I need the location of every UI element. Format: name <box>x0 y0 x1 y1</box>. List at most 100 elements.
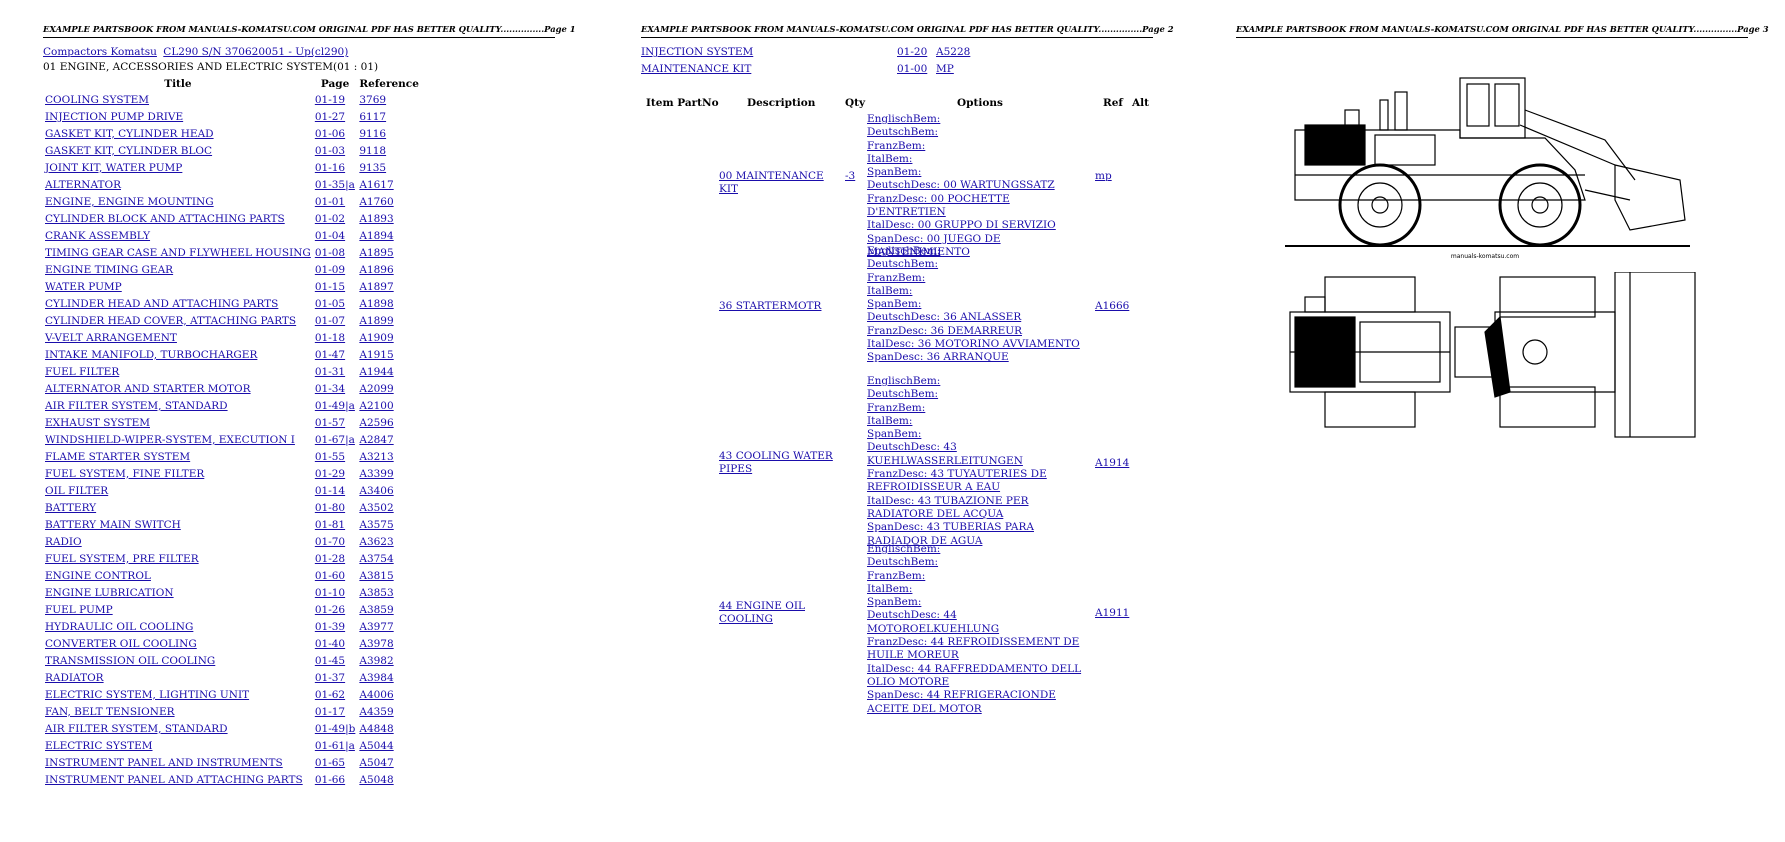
option-link[interactable]: SpanBem: <box>867 596 922 609</box>
toc-reference-link[interactable]: A1898 <box>359 297 394 310</box>
option-link[interactable]: DeutschDesc: 36 ANLASSER <box>867 311 1022 324</box>
toc-reference-link[interactable]: A1893 <box>359 212 394 225</box>
toc-reference-link[interactable]: 3769 <box>359 93 387 106</box>
toc-title-link[interactable]: AIR FILTER SYSTEM, STANDARD <box>45 399 228 412</box>
toc-title-link[interactable]: AIR FILTER SYSTEM, STANDARD <box>45 722 228 735</box>
part-description-link[interactable]: 36 STARTERMOTR <box>719 300 822 312</box>
breadcrumb-link[interactable]: CL290 S/N 370620051 - Up(cl290) <box>163 46 349 58</box>
toc-page-link[interactable]: 01-09 <box>314 263 346 276</box>
toc-page-link[interactable]: 01-66 <box>314 773 346 786</box>
toc-reference-link[interactable]: 6117 <box>359 110 387 123</box>
toc-reference-link[interactable]: A3853 <box>359 586 394 599</box>
option-link[interactable]: EnglischBem: <box>867 375 941 387</box>
toc-title-link[interactable]: BATTERY <box>45 501 97 514</box>
toc-title-link[interactable]: CYLINDER HEAD COVER, ATTACHING PARTS <box>45 314 297 327</box>
toc-page-link[interactable]: 01-10 <box>314 586 346 599</box>
toc-title-link[interactable]: INSTRUMENT PANEL AND ATTACHING PARTS <box>45 773 303 786</box>
toc-title-link[interactable]: INJECTION PUMP DRIVE <box>45 110 184 123</box>
toc-title-link[interactable]: EXHAUST SYSTEM <box>45 416 150 429</box>
toc-title-link[interactable]: COOLING SYSTEM <box>45 93 150 106</box>
toc-title-link[interactable]: FLAME STARTER SYSTEM <box>45 450 191 463</box>
option-link[interactable]: FranzBem: <box>867 569 926 582</box>
toc-title-link[interactable]: FUEL PUMP <box>45 603 113 616</box>
toc-reference-link[interactable]: A1617 <box>359 178 394 191</box>
toc-page-link[interactable]: 01-18 <box>314 331 346 344</box>
toc-page-link[interactable]: 01-26 <box>314 603 346 616</box>
toc-title-link[interactable]: ELECTRIC SYSTEM, LIGHTING UNIT <box>45 688 250 701</box>
related-link-title[interactable]: INJECTION SYSTEM <box>641 46 754 58</box>
option-link[interactable]: ItalDesc: 44 RAFFREDDAMENTO DELL OLIO MO… <box>867 662 1082 688</box>
toc-page-link[interactable]: 01-01 <box>314 195 346 208</box>
toc-reference-link[interactable]: A2099 <box>359 382 394 395</box>
toc-page-link[interactable]: 01-80 <box>314 501 346 514</box>
toc-page-link[interactable]: 01-39 <box>314 620 346 633</box>
toc-reference-link[interactable]: A5048 <box>359 773 394 786</box>
toc-reference-link[interactable]: A1896 <box>359 263 394 276</box>
toc-reference-link[interactable]: A1899 <box>359 314 394 327</box>
option-link[interactable]: ItalBem: <box>867 582 913 595</box>
toc-reference-link[interactable]: A3399 <box>359 467 394 480</box>
toc-title-link[interactable]: FAN, BELT TENSIONER <box>45 705 175 718</box>
toc-page-link[interactable]: 01-07 <box>314 314 346 327</box>
option-link[interactable]: FranzBem: <box>867 271 926 284</box>
toc-reference-link[interactable]: A3859 <box>359 603 394 616</box>
toc-page-link[interactable]: 01-70 <box>314 535 346 548</box>
part-qty-link[interactable]: -3 <box>845 170 856 182</box>
toc-reference-link[interactable]: A3213 <box>359 450 394 463</box>
option-link[interactable]: SpanDesc: 44 REFRIGERACIONDE ACEITE DEL … <box>867 689 1056 715</box>
toc-page-link[interactable]: 01-27 <box>314 110 346 123</box>
toc-title-link[interactable]: TRANSMISSION OIL COOLING <box>45 654 216 667</box>
part-description-link[interactable]: 00 MAINTENANCE KIT <box>719 170 824 195</box>
toc-page-link[interactable]: 01-49|a <box>314 399 355 412</box>
toc-page-link[interactable]: 01-40 <box>314 637 346 650</box>
toc-reference-link[interactable]: 9118 <box>359 144 387 157</box>
toc-reference-link[interactable]: A2847 <box>359 433 394 446</box>
toc-reference-link[interactable]: A5044 <box>359 739 394 752</box>
toc-title-link[interactable]: BATTERY MAIN SWITCH <box>45 518 181 531</box>
part-ref-link[interactable]: mp <box>1095 170 1112 182</box>
toc-title-link[interactable]: GASKET KIT, CYLINDER BLOC <box>45 144 213 157</box>
toc-page-link[interactable]: 01-61|a <box>314 739 355 752</box>
toc-page-link[interactable]: 01-16 <box>314 161 346 174</box>
toc-page-link[interactable]: 01-57 <box>314 416 346 429</box>
option-link[interactable]: FranzDesc: 43 TUYAUTERIES DE REFROIDISSE… <box>867 468 1047 494</box>
option-link[interactable]: EnglischBem: <box>867 245 941 257</box>
toc-reference-link[interactable]: A1915 <box>359 348 394 361</box>
option-link[interactable]: SpanDesc: 00 JUEGO DE MANTENIMIENTO <box>867 232 1001 258</box>
toc-reference-link[interactable]: A3754 <box>359 552 394 565</box>
toc-reference-link[interactable]: A3815 <box>359 569 394 582</box>
toc-title-link[interactable]: JOINT KIT, WATER PUMP <box>45 161 183 174</box>
toc-page-link[interactable]: 01-55 <box>314 450 346 463</box>
toc-title-link[interactable]: CRANK ASSEMBLY <box>45 229 151 242</box>
option-link[interactable]: DeutschBem: <box>867 556 939 569</box>
option-link[interactable]: ItalDesc: 00 GRUPPO DI SERVIZIO <box>867 219 1056 232</box>
option-link[interactable]: FranzDesc: 44 REFROIDISSEMENT DE HUILE M… <box>867 636 1080 662</box>
toc-title-link[interactable]: CYLINDER BLOCK AND ATTACHING PARTS <box>45 212 285 225</box>
toc-reference-link[interactable]: A5047 <box>359 756 394 769</box>
toc-page-link[interactable]: 01-28 <box>314 552 346 565</box>
toc-page-link[interactable]: 01-62 <box>314 688 346 701</box>
toc-title-link[interactable]: FUEL SYSTEM, PRE FILTER <box>45 552 199 565</box>
breadcrumb-link[interactable]: Compactors Komatsu <box>43 46 157 58</box>
option-link[interactable]: ItalBem: <box>867 414 913 427</box>
toc-title-link[interactable]: ALTERNATOR <box>45 178 121 191</box>
toc-reference-link[interactable]: A3502 <box>359 501 394 514</box>
toc-reference-link[interactable]: A4006 <box>359 688 394 701</box>
option-link[interactable]: DeutschDesc: 00 WARTUNGSSATZ <box>867 179 1055 192</box>
toc-title-link[interactable]: HYDRAULIC OIL COOLING <box>45 620 194 633</box>
toc-title-link[interactable]: INSTRUMENT PANEL AND INSTRUMENTS <box>45 756 283 769</box>
toc-page-link[interactable]: 01-03 <box>314 144 346 157</box>
option-link[interactable]: FranzDesc: 00 POCHETTE D'ENTRETIEN <box>867 192 1010 219</box>
toc-reference-link[interactable]: 9135 <box>359 161 387 174</box>
toc-reference-link[interactable]: A3984 <box>359 671 394 684</box>
toc-title-link[interactable]: WATER PUMP <box>45 280 122 293</box>
toc-reference-link[interactable]: A3623 <box>359 535 394 548</box>
toc-reference-link[interactable]: 9116 <box>359 127 387 140</box>
toc-reference-link[interactable]: A4359 <box>359 705 394 718</box>
toc-title-link[interactable]: TIMING GEAR CASE AND FLYWHEEL HOUSING <box>45 246 311 259</box>
option-link[interactable]: FranzBem: <box>867 401 926 414</box>
option-link[interactable]: FranzDesc: 36 DEMARREUR <box>867 324 1022 337</box>
option-link[interactable]: ItalDesc: 43 TUBAZIONE PER RADIATORE DEL… <box>867 494 1029 520</box>
option-link[interactable]: ItalDesc: 36 MOTORINO AVVIAMENTO <box>867 338 1080 351</box>
toc-reference-link[interactable]: A3982 <box>359 654 394 667</box>
